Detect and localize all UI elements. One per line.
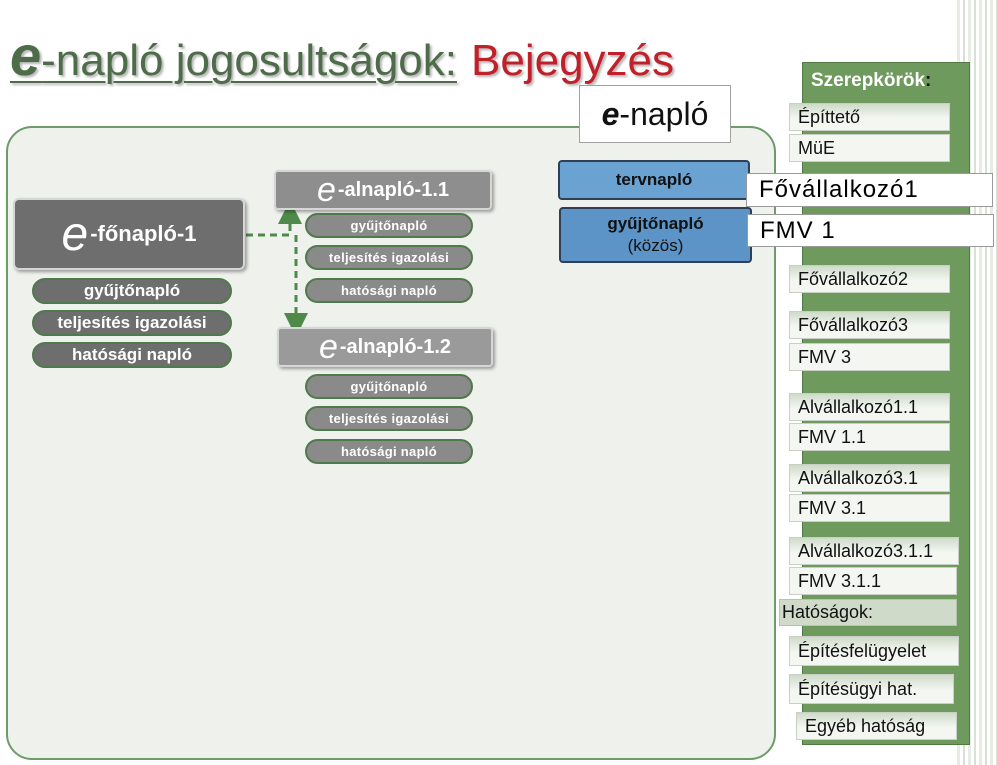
page-title: e-napló jogosultságok: Bejegyzés [10, 28, 674, 89]
role-alvallalkozo-1-1[interactable]: Alvállalkozó1.1 [789, 393, 950, 421]
fonaplo-box[interactable]: e-főnapló-1 [13, 198, 245, 270]
connector-to-alnaplo-11 [246, 200, 302, 237]
role-fmv-1-1[interactable]: FMV 1.1 [789, 423, 950, 451]
role-fovallalkozo3[interactable]: Fővállalkozó3 [789, 311, 950, 339]
alnaplo-11-hatosagi[interactable]: hatósági napló [305, 278, 473, 303]
fonaplo-label: -főnapló-1 [90, 221, 197, 246]
gyujtonaplo-kozos-line2: (közös) [627, 236, 684, 255]
authority-epitesfelugyelet[interactable]: Építésfelügyelet [789, 636, 959, 666]
fonaplo-gyujtonaplo[interactable]: gyűjtőnapló [32, 278, 232, 304]
alnaplo-12-gyujtonaplo[interactable]: gyűjtőnapló [305, 374, 473, 399]
role-mue[interactable]: MüE [789, 134, 950, 162]
label-fmv1[interactable]: FMV 1 [747, 214, 994, 247]
role-alvallalkozo-3-1[interactable]: Alvállalkozó3.1 [789, 464, 950, 492]
alnaplo-11-teljesites[interactable]: teljesítés igazolási [305, 245, 473, 270]
fonaplo-e: e [61, 207, 89, 261]
role-fmv-3-1[interactable]: FMV 3.1 [789, 494, 950, 522]
authority-egyeb-hatosag[interactable]: Egyéb hatóság [796, 712, 957, 740]
fonaplo-hatosagi[interactable]: hatósági napló [32, 342, 232, 368]
role-fovallalkozo2[interactable]: Fővállalkozó2 [789, 265, 950, 293]
role-fmv3[interactable]: FMV 3 [789, 343, 950, 371]
alnaplo-12-e: e [318, 327, 338, 366]
role-alvallalkozo-3-1-1[interactable]: Alvállalkozó3.1.1 [789, 537, 959, 565]
gyujtonaplo-kozos-line1: gyűjtőnapló [607, 214, 704, 233]
title-text: -napló jogosultságok: [41, 36, 457, 85]
alnaplo-11-label: -alnapló-1.1 [337, 178, 450, 201]
label-fovallalkozo1[interactable]: Fővállalkozó1 [746, 173, 993, 207]
enaplo-text: -napló [619, 95, 709, 132]
fonaplo-teljesites[interactable]: teljesítés igazolási [32, 310, 232, 336]
authorities-label: Hatóságok: [779, 599, 957, 626]
role-epitteto[interactable]: Építtető [789, 103, 950, 131]
title-main: e-napló jogosultságok: [10, 28, 457, 86]
role-fmv-3-1-1[interactable]: FMV 3.1.1 [789, 567, 957, 595]
alnaplo-12-box[interactable]: e-alnapló-1.2 [277, 327, 493, 367]
title-highlight: Bejegyzés [471, 36, 675, 85]
authority-epitesugyi-hat[interactable]: Építésügyi hat. [789, 674, 954, 704]
alnaplo-11-gyujtonaplo[interactable]: gyűjtőnapló [305, 213, 473, 238]
gyujtonaplo-kozos-box[interactable]: gyűjtőnapló (közös) [559, 207, 752, 263]
roles-title-text: Szerepkörök [811, 70, 926, 91]
alnaplo-12-label: -alnapló-1.2 [339, 335, 452, 358]
tervnaplo-box[interactable]: tervnapló [558, 160, 750, 200]
alnaplo-12-teljesites[interactable]: teljesítés igazolási [305, 406, 473, 431]
roles-title-colon: : [925, 70, 932, 91]
enaplo-label-box: e-napló [579, 85, 731, 143]
alnaplo-12-hatosagi[interactable]: hatósági napló [305, 439, 473, 464]
alnaplo-11-e: e [316, 170, 336, 209]
title-e: e [10, 24, 42, 87]
enaplo-e: e [601, 95, 620, 132]
roles-title: Szerepkörök: [811, 70, 931, 92]
alnaplo-11-box[interactable]: e-alnapló-1.1 [274, 170, 492, 210]
